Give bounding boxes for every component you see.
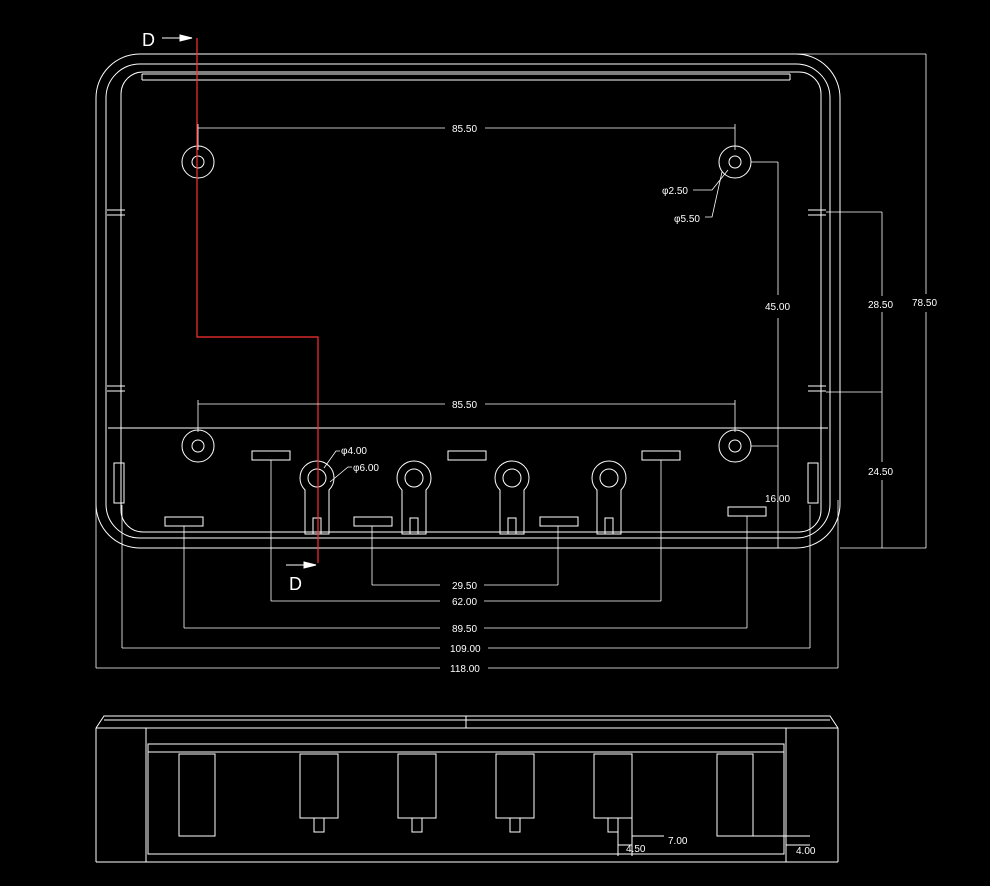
slot	[353, 516, 393, 527]
keyhole	[299, 460, 335, 535]
keyhole	[396, 460, 432, 535]
top-view	[95, 53, 841, 549]
dim-hole-vertical: 45.00	[765, 302, 790, 313]
mount-hole-inner	[728, 155, 742, 169]
dimension-lines	[95, 53, 927, 669]
inner-wall-outline	[120, 71, 822, 533]
dim-side-offset-right: 4.00	[796, 846, 816, 857]
slot	[447, 450, 487, 461]
side-slot-right	[807, 462, 819, 504]
boss	[397, 753, 437, 833]
dim-slot-span-middle: 62.00	[452, 597, 477, 608]
dim-slot-span-inner: 29.50	[452, 581, 477, 592]
inner-shell-outline	[105, 63, 831, 539]
dim-bottom-offset: 16.00	[765, 494, 790, 505]
dim-slot-height-lower: 24.50	[868, 467, 893, 478]
section-label-bottom: D	[289, 574, 302, 594]
dim-side-offset-left: 4.50	[626, 844, 646, 855]
dim-side-height: 7.00	[668, 836, 688, 847]
post-left	[178, 753, 216, 837]
dim-hole-span-top: 85.50	[452, 124, 477, 135]
dim-overall-width: 118.00	[450, 664, 480, 675]
dim-slot-height-upper: 28.50	[868, 300, 893, 311]
section-line	[196, 38, 319, 563]
boss	[593, 753, 633, 833]
slot	[539, 516, 579, 527]
section-label-top: D	[142, 30, 155, 50]
dim-overall-height: 78.50	[912, 298, 937, 309]
side-slot-left	[113, 462, 125, 504]
inner-floor	[147, 743, 785, 855]
dim-hole-span-bottom: 85.50	[452, 400, 477, 411]
mount-hole-inner	[191, 439, 205, 453]
boss	[495, 753, 535, 833]
keyhole	[591, 460, 627, 535]
post-right	[716, 753, 754, 837]
mount-hole-inner	[191, 155, 205, 169]
dim-inner-width: 109.00	[450, 644, 481, 655]
dim-slot-span-outer: 89.50	[452, 624, 477, 635]
dim-keyhole-outer-dia: φ6.00	[353, 463, 379, 474]
dim-hole-outer-dia: φ5.50	[674, 214, 700, 225]
section-arrows	[162, 34, 317, 569]
side-view	[95, 715, 839, 863]
dim-hole-inner-dia: φ2.50	[662, 186, 688, 197]
boss	[299, 753, 339, 833]
mount-hole-inner	[728, 439, 742, 453]
outer-shell-outline	[95, 53, 841, 549]
dim-keyhole-inner-dia: φ4.00	[341, 446, 367, 457]
keyhole	[494, 460, 530, 535]
lid-profile	[95, 715, 839, 729]
